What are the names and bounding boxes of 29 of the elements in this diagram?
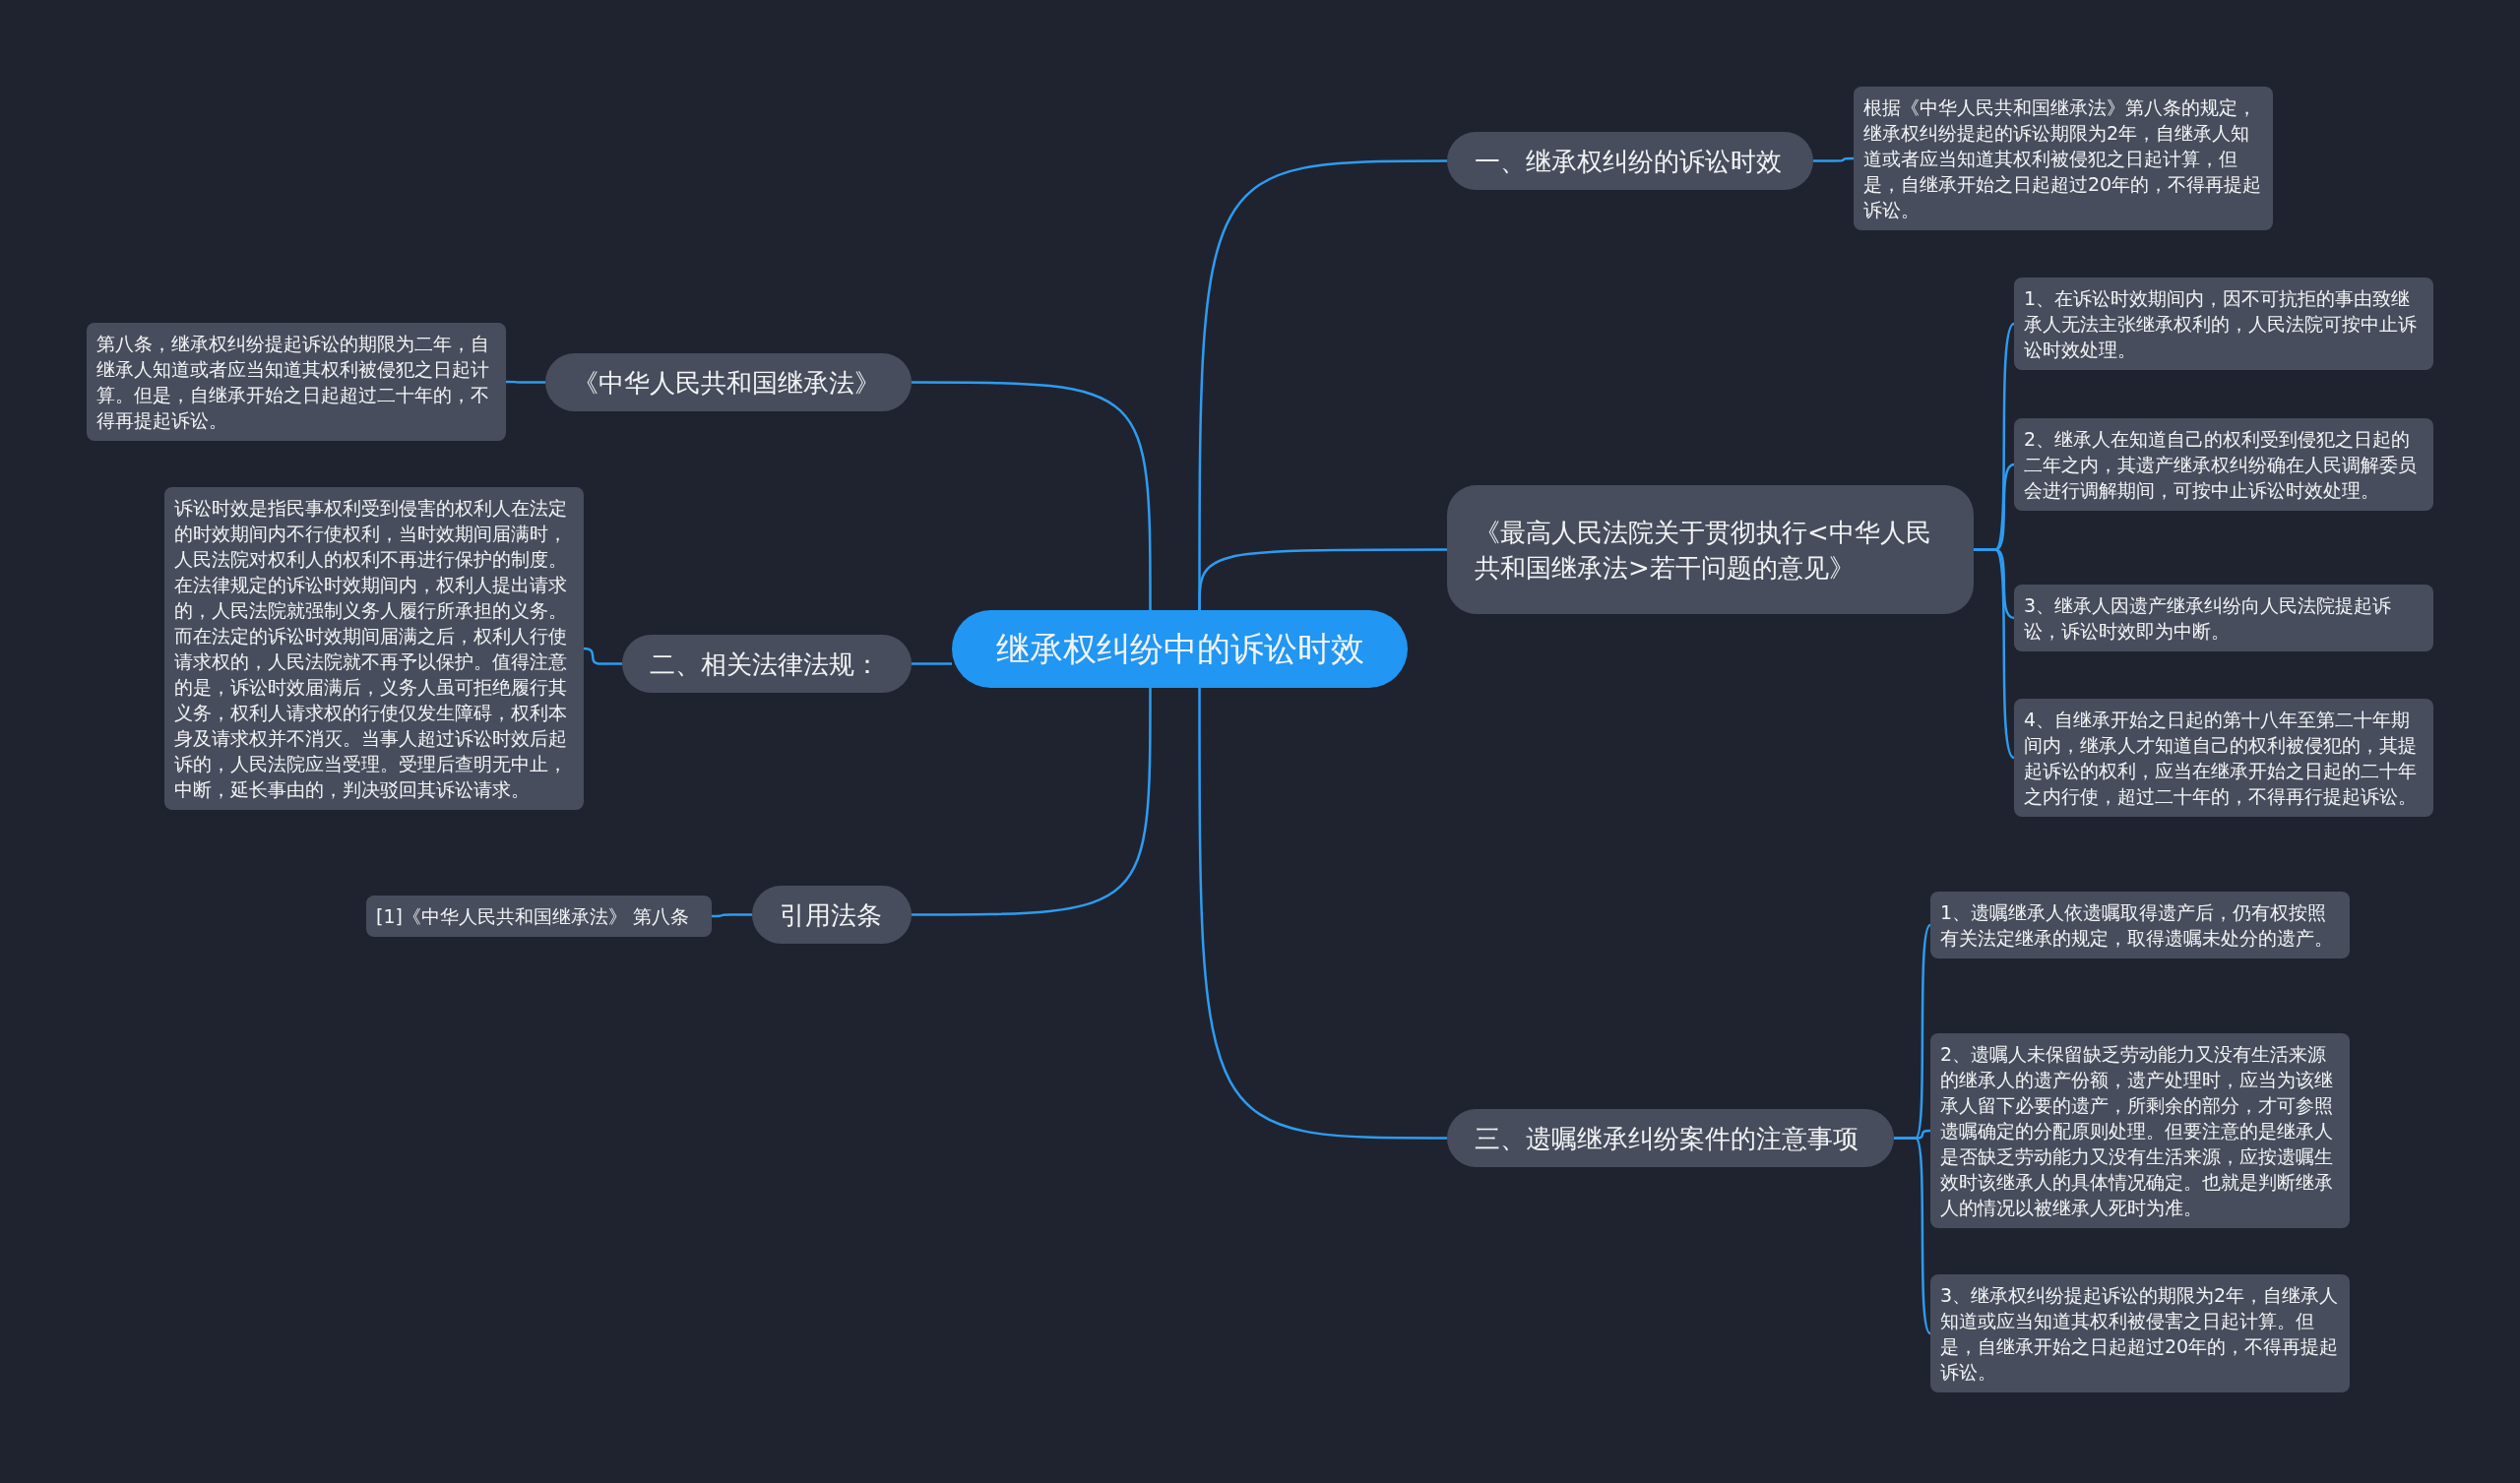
- topic-pill: 《中华人民共和国继承法》: [545, 353, 912, 411]
- central-topic: 继承权纠纷中的诉讼时效: [952, 610, 1408, 688]
- note-box: [1]《中华人民共和国继承法》 第八条: [366, 896, 712, 937]
- topic-pill: 三、遗嘱继承纠纷案件的注意事项: [1447, 1109, 1894, 1167]
- note-box: 2、遗嘱人未保留缺乏劳动能力又没有生活来源的继承人的遗产份额，遗产处理时，应当为该继承人留下必要的遗产，所剩余的部分，才可参照遗嘱确定的分配原则处理。但要注意的是继承人是否缺乏劳动能力又没有生活来源，应按遗嘱生效时该继承人的具体情况确定。也就是判断继承人的情况以被继承人死时为准。: [1930, 1033, 2350, 1228]
- topic-pill: 引用法条: [752, 886, 912, 944]
- note-box: 3、继承权纠纷提起诉讼的期限为2年，自继承人知道或应当知道其权利被侵害之日起计算。但是，自继承开始之日起超过20年的，不得再提起诉讼。: [1930, 1274, 2350, 1392]
- note-box: 2、继承人在知道自己的权利受到侵犯之日起的二年之内，其遗产继承权纠纷确在人民调解委员会进行调解期间，可按中止诉讼时效处理。: [2014, 418, 2433, 511]
- note-box: 4、自继承开始之日起的第十八年至第二十年期间内，继承人才知道自己的权利被侵犯的，其提起诉讼的权利，应当在继承开始之日起的二十年之内行使，超过二十年的，不得再行提起诉讼。: [2014, 699, 2433, 817]
- note-box: 诉讼时效是指民事权利受到侵害的权利人在法定的时效期间内不行使权利，当时效期间届满时，人民法院对权利人的权利不再进行保护的制度。在法律规定的诉讼时效期间内，权利人提出请求的，人民法院就强制义务人履行所承担的义务。而在法定的诉讼时效期间届满之后，权利人行使请求权的，人民法院就不再予以保护。值得注意的是，诉讼时效届满后，义务人虽可拒绝履行其义务，权利人请求权的行使仅发生障碍，权利本身及请求权并不消灭。当事人超过诉讼时效后起诉的，人民法院应当受理。受理后查明无中止，中断，延长事由的，判决驳回其诉讼请求。: [164, 487, 584, 810]
- topic-pill: 一、继承权纠纷的诉讼时效: [1447, 132, 1813, 190]
- connector: [1813, 156, 1854, 162]
- note-box: 第八条，继承权纠纷提起诉讼的期限为二年，自继承人知道或者应当知道其权利被侵犯之日起计算。但是，自继承开始之日起超过二十年的，不得再提起诉讼。: [87, 323, 506, 441]
- topic-pill: 二、相关法律法规：: [622, 635, 912, 693]
- note-box: 3、继承人因遗产继承纠纷向人民法院提起诉讼，诉讼时效即为中断。: [2014, 585, 2433, 651]
- connector: [912, 381, 1152, 610]
- connector: [1974, 548, 2015, 759]
- note-box: 1、遗嘱继承人依遗嘱取得遗产后，仍有权按照有关法定继承的规定，取得遗嘱未处分的遗产。: [1930, 892, 2350, 958]
- note-box: 1、在诉讼时效期间内，因不可抗拒的事由致继承人无法主张继承权利的，人民法院可按中止诉讼时效处理。: [2014, 278, 2433, 370]
- topic-pill: 《最高人民法院关于贯彻执行<中华人民共和国继承法>若干问题的意见》: [1447, 485, 1974, 614]
- connector: [912, 662, 952, 665]
- connector: [1198, 688, 1447, 1140]
- connector: [912, 688, 1152, 916]
- note-box: 根据《中华人民共和国继承法》第八条的规定，继承权纠纷提起的诉讼期限为2年，自继承人知道或者应当知道其权利被侵犯之日起计算，但是，自继承开始之日起超过20年的，不得再提起诉讼。: [1854, 87, 2273, 230]
- connector: [583, 647, 622, 665]
- connector: [506, 380, 545, 384]
- connector: [1894, 1137, 1931, 1334]
- connector: [712, 913, 752, 918]
- connector: [1198, 548, 1447, 610]
